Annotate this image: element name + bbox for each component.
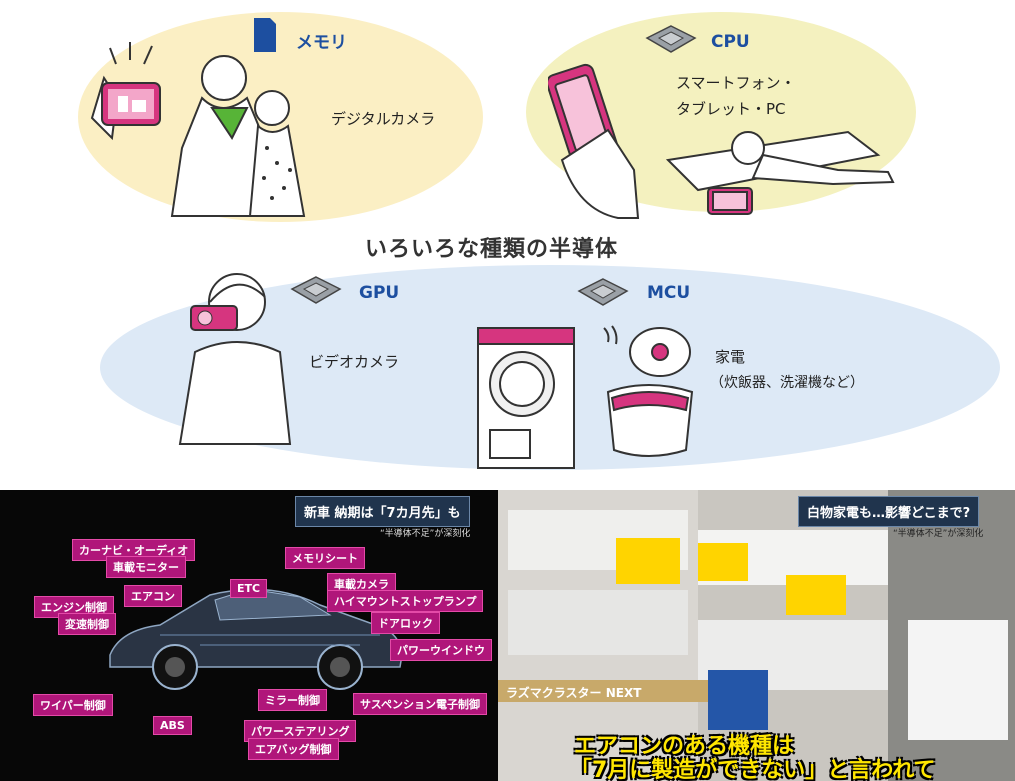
- store-sign: ラズマクラスター NEXT: [506, 686, 642, 700]
- car-tag: 車載モニター: [106, 556, 186, 578]
- cpu-chip-icon: [645, 25, 697, 53]
- car-headline: 新車 納期は「7カ月先」も: [295, 496, 470, 527]
- car-tag: メモリシート: [285, 547, 365, 569]
- memory-label: メモリ: [296, 33, 347, 53]
- semiconductor-illustration: メモリ デジタルカメラ CPU スマートフォン・ タブレット・PC: [78, 12, 1000, 470]
- main-title: いろいろな種類の半導体: [365, 237, 619, 262]
- car-tag: 変速制御: [58, 613, 116, 635]
- car-tag: ミラー制御: [258, 689, 327, 711]
- mcu-label: MCU: [647, 283, 691, 303]
- video-camera-person-illustration: [178, 273, 292, 445]
- smartphone-label-line2: タブレット・PC: [676, 100, 786, 118]
- car-news-panel: 新車 納期は「7カ月先」も “半導体不足”が深刻化 カーナビ・オーディオ 車載モ…: [0, 490, 498, 781]
- digital-camera-label: デジタルカメラ: [331, 110, 436, 128]
- car-tag: パワーウインドウ: [390, 639, 492, 661]
- store-subtitle-line2: 「7月に製造ができない」と言われて: [570, 758, 936, 781]
- store-headline: 白物家電も…影響どこまで?: [798, 496, 980, 527]
- store-news-panel: ラズマクラスター NEXT 白物家電も…影響どこまで? “半導体不足”が深刻化 …: [498, 490, 1015, 781]
- memory-card-icon: [254, 18, 276, 52]
- video-camera-label: ビデオカメラ: [309, 353, 400, 371]
- gpu-chip-icon: [290, 276, 342, 304]
- camera-couple-illustration: [90, 42, 306, 217]
- car-tag: カーナビ・オーディオ: [72, 539, 196, 561]
- gpu-label: GPU: [359, 283, 400, 303]
- cpu-label: CPU: [711, 32, 750, 52]
- appliance-label-line2: （炊飯器、洗濯機など）: [710, 375, 864, 391]
- appliance-label-line1: 家電: [715, 348, 746, 366]
- car-tag: ETC: [230, 579, 268, 598]
- smartphone-label-line1: スマートフォン・: [676, 74, 796, 92]
- car-tag: サスペンション電子制御: [353, 693, 488, 715]
- car-subhead: “半導体不足”が深刻化: [380, 529, 471, 539]
- mcu-chip-icon: [577, 278, 629, 306]
- car-tag: エアコン: [124, 585, 182, 607]
- car-tag: ABS: [153, 716, 192, 735]
- car-tag: エンジン制御: [34, 596, 114, 618]
- store-shelf-image: [498, 490, 1015, 781]
- car-tag: ワイパー制御: [33, 694, 113, 716]
- smartphone-tablet-illustration: [548, 63, 895, 219]
- rice-cooker-illustration: [603, 325, 694, 457]
- store-subhead: “半導体不足”が深刻化: [893, 529, 984, 539]
- car-tag: エアバッグ制御: [248, 738, 339, 760]
- store-subtitle-line1: エアコンのある機種は: [574, 734, 795, 759]
- washing-machine-illustration: [477, 327, 575, 469]
- car-tag: ハイマウントストップランプ: [327, 590, 484, 612]
- car-tag: ドアロック: [371, 612, 440, 634]
